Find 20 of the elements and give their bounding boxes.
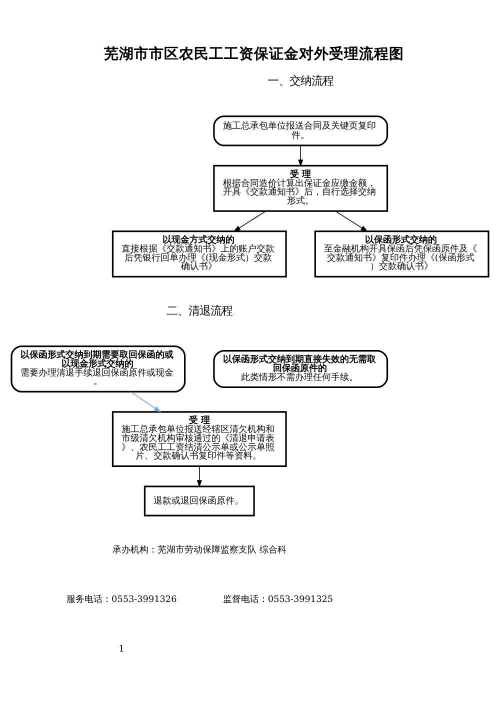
node-box: 退款或退回保函原件。 [144, 485, 255, 516]
label: 监督电话：0553-3991325 [222, 594, 334, 605]
arrow [196, 466, 202, 487]
node-box: 受 理 根据合同造价计算出保证金应缴金额，开具《交款通知书》后，自行选择交纳形式。 [213, 164, 388, 212]
node-box: 以现金方式交纳的 直接根据《交款通知书》上的账户交款后凭银行回单办理《(现金形式）交款确认书》 [112, 230, 287, 277]
label: 1 [118, 644, 124, 654]
arrow [130, 390, 162, 412]
node-box: 施工总承包单位报送合同及关键页复印件。 [213, 115, 388, 146]
node-box: 以保函形式交纳到期直接失效的无需取回保函原件的 此类情形不需办理任何手续。 [213, 349, 388, 388]
label: 一、交纳流程 [268, 72, 334, 87]
node-box: 以保函形式交纳到期需要取回保函的或以现金形式交纳的 需要办理清退手续退回保函原件或现金。 [10, 345, 186, 392]
arrow [233, 210, 266, 232]
label: 二、清退流程 [166, 302, 232, 317]
arrow [335, 210, 368, 232]
node-box: 以保函形式交纳的 至金融机构开具保函后凭保函原件及《交款通知书》复印件办理《(保函形式）交款确认书》 [314, 230, 490, 277]
diagram-title: 芜湖市市区农民工工资保证金对外受理流程图 [104, 44, 404, 62]
label: 承办机构：芜湖市劳动保障监察支队 综合科 [112, 545, 286, 556]
label: 服务电话：0553-3991326 [66, 594, 177, 605]
arrow [298, 144, 304, 166]
node-box: 受 理 施工总承包单位报送经辖区清欠机构和市级清欠机构审核通过的《清退申请表》、农民工工资结清公示单或公示单照片、交款确认书复印件等资料。 [112, 410, 287, 466]
